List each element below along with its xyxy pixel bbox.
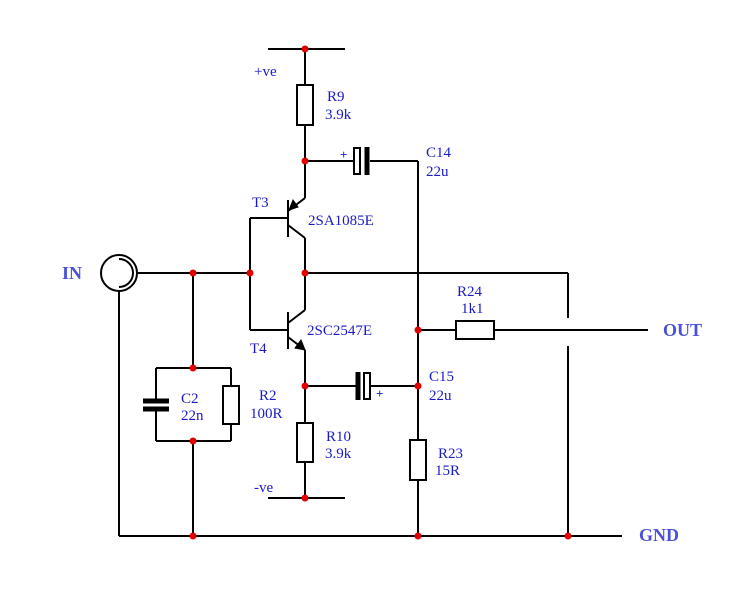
r9-ref-label: R9: [327, 89, 345, 105]
t3-ref-label: T3: [252, 195, 269, 211]
junction-dot: [189, 364, 197, 372]
t4-part-label: 2SC2547E: [307, 323, 372, 339]
transistor-t3-pnp-icon: [287, 197, 306, 239]
r2-value-label: 100R: [250, 406, 283, 422]
junction-dot: [301, 382, 309, 390]
positive-rail-label: +ve: [254, 64, 277, 80]
t4-ref-label: T4: [250, 341, 267, 357]
c15-ref-label: C15: [429, 369, 454, 385]
transistor-t4-npn-icon: [287, 309, 306, 351]
t3-part-label: 2SA1085E: [308, 213, 374, 229]
junction-dot: [564, 532, 572, 540]
c15-polarity-label: +: [376, 386, 383, 401]
ground-port-label: GND: [639, 525, 679, 545]
resistor-r2-icon: [222, 385, 240, 425]
negative-rail-label: -ve: [254, 480, 273, 496]
resistor-r10-icon: [296, 422, 314, 463]
r9-value-label: 3.9k: [325, 107, 352, 123]
c14-value-label: 22u: [426, 164, 449, 180]
capacitor-c15-icon: [355, 372, 371, 400]
junction-dots: [189, 45, 572, 540]
c14-polarity-label: +: [340, 147, 347, 162]
junction-dot: [189, 532, 197, 540]
r24-value-label: 1k1: [461, 301, 484, 317]
r10-value-label: 3.9k: [325, 446, 352, 462]
r23-ref-label: R23: [438, 446, 463, 462]
resistor-r9-icon: [296, 84, 314, 126]
junction-dot: [301, 45, 309, 53]
junction-dot: [301, 269, 309, 277]
junction-dot: [246, 269, 254, 277]
c15-value-label: 22u: [429, 388, 452, 404]
input-jack-icon: [100, 254, 138, 292]
r2-ref-label: R2: [259, 388, 277, 404]
junction-dot: [414, 382, 422, 390]
resistor-r24-icon: [455, 320, 495, 340]
output-port-label: OUT: [663, 320, 702, 340]
junction-dot: [414, 532, 422, 540]
r23-value-label: 15R: [435, 463, 460, 479]
r24-ref-label: R24: [457, 284, 483, 300]
input-port-label: IN: [62, 263, 82, 283]
resistor-r23-icon: [409, 439, 427, 481]
wires: [118, 48, 648, 537]
c14-ref-label: C14: [426, 145, 452, 161]
capacitor-c2-icon: [143, 398, 169, 412]
junction-dot: [301, 494, 309, 502]
c2-ref-label: C2: [181, 391, 199, 407]
junction-dot: [414, 326, 422, 334]
junction-dot: [189, 269, 197, 277]
capacitor-c14-icon: [353, 147, 370, 175]
c2-value-label: 22n: [181, 408, 204, 424]
r10-ref-label: R10: [326, 429, 351, 445]
junction-dot: [189, 437, 197, 445]
junction-dot: [301, 157, 309, 165]
